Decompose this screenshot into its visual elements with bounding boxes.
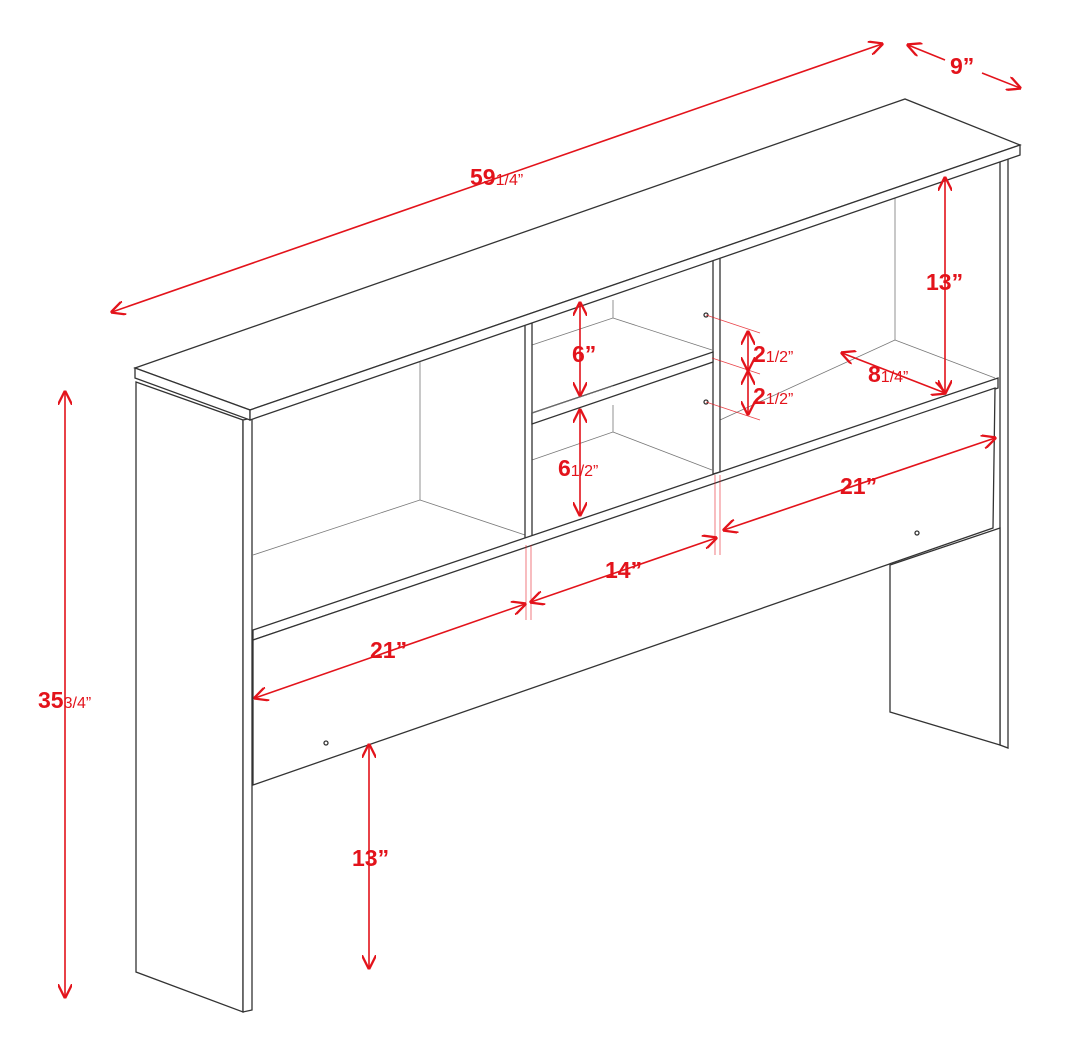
- dimension-lines: [65, 44, 1020, 997]
- label-overall-width: 591/4”: [470, 164, 523, 190]
- left-divider: [524, 322, 533, 543]
- label-shelf-hole-upper: 21/2”: [753, 341, 793, 367]
- bookcase-headboard-drawing: [133, 98, 1022, 1013]
- label-shelf-hole-lower: 21/2”: [753, 383, 793, 409]
- label-depth: 9”: [950, 53, 974, 79]
- label-left-cubby-width: 21”: [370, 637, 407, 663]
- label-lower-shelf-gap: 61/2”: [558, 455, 598, 481]
- dimension-labels: 591/4” 9” 353/4” 13” 6” 21/2” 21/2” 81/4…: [38, 53, 974, 871]
- label-shelf-depth: 81/4”: [868, 361, 908, 387]
- label-upper-shelf-gap: 6”: [572, 341, 596, 367]
- label-right-cubby-height: 13”: [926, 269, 963, 295]
- right-side-panel: [999, 156, 1009, 749]
- label-leg-clearance: 13”: [352, 845, 389, 871]
- front-rail: [252, 387, 996, 786]
- label-overall-height: 353/4”: [38, 687, 91, 713]
- screw-hole: [323, 740, 329, 746]
- label-right-cubby-width: 21”: [840, 473, 877, 499]
- right-divider: [712, 257, 721, 475]
- right-leg: [889, 527, 1001, 746]
- label-middle-cubby-width: 14”: [605, 557, 642, 583]
- adjustable-shelf: [531, 351, 714, 425]
- left-side-panel: [135, 381, 244, 1013]
